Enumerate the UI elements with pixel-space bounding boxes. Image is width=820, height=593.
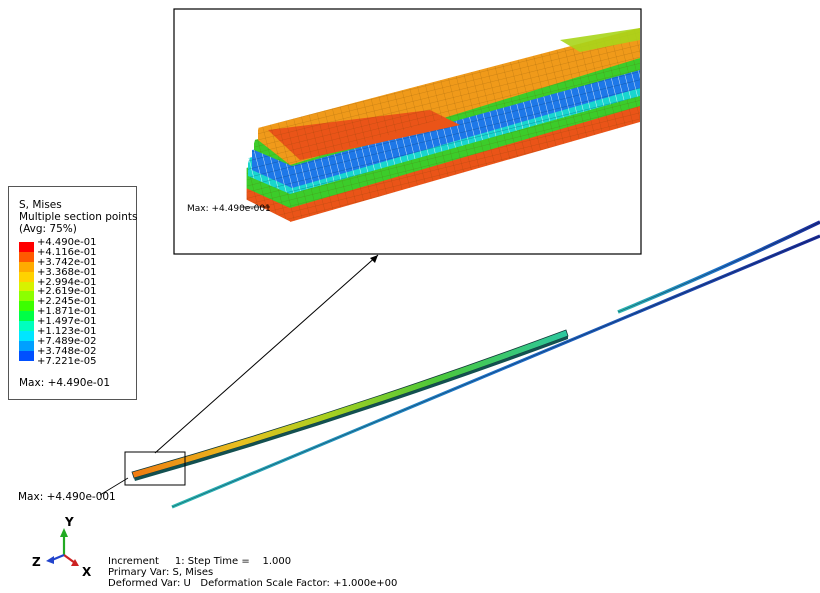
legend-tick-label: +4.490e-01	[37, 237, 97, 248]
legend-swatch	[19, 331, 34, 341]
legend-tick-label: +1.497e-01	[37, 316, 97, 328]
legend-tick-label: +7.221e-05	[37, 355, 97, 367]
legend-tick-label: +3.742e-01	[37, 256, 97, 268]
legend-level: +1.871e-01	[19, 306, 139, 322]
legend-tick-label: +2.619e-01	[37, 286, 97, 298]
main-beam	[131, 329, 569, 481]
legend-swatch	[19, 350, 34, 361]
axis-triad	[46, 528, 79, 566]
legend-swatch	[19, 242, 34, 252]
legend-averaging: (Avg: 75%)	[19, 223, 77, 235]
legend-level: +3.742e-01	[19, 257, 139, 272]
legend-level: +2.245e-01	[19, 296, 139, 312]
legend-level: +1.497e-01	[19, 316, 139, 332]
zoom-region-box	[124, 451, 186, 486]
step-info: Increment 1: Step Time = 1.000 Primary V…	[108, 556, 397, 589]
info-primary-var: Primary Var: S, Mises	[108, 567, 214, 578]
legend-tick-label: +1.871e-01	[37, 306, 97, 318]
upper-wire	[617, 220, 820, 314]
legend-swatch	[19, 261, 34, 272]
x-axis-arrow	[71, 559, 79, 566]
legend-swatch	[19, 340, 34, 351]
legend-swatch	[19, 301, 34, 312]
legend-swatch	[19, 251, 34, 262]
legend-tick-label: +2.245e-01	[37, 296, 97, 308]
legend-subtitle: Multiple section points	[19, 211, 138, 223]
legend-panel: S, Mises Multiple section points (Avg: 7…	[8, 186, 137, 400]
z-axis-label: Z	[32, 555, 41, 569]
legend-level: +4.116e-01	[19, 247, 139, 262]
y-axis-arrow	[60, 528, 68, 537]
legend-level: +1.123e-01	[19, 326, 139, 341]
z-axis-arrow	[46, 556, 54, 564]
zoom-connector	[154, 254, 379, 454]
zoom-max-label: Max: +4.490e-001	[187, 204, 271, 214]
zoom-inset	[173, 8, 642, 255]
legend-swatch	[19, 281, 34, 292]
legend-level: +2.994e-01	[19, 277, 139, 292]
legend-max: Max: +4.490e-01	[19, 377, 111, 389]
legend-swatch	[19, 311, 34, 322]
legend-level: +7.221e-05	[19, 356, 139, 371]
legend-level: +2.619e-01	[19, 286, 139, 302]
legend-title: S, Mises	[19, 199, 62, 211]
legend-tick-label: +7.489e-02	[37, 335, 97, 347]
legend-tick-label: +3.368e-01	[37, 266, 97, 278]
legend-tick-label: +1.123e-01	[37, 326, 97, 338]
legend-color-scale: +4.490e-01+4.116e-01+3.742e-01+3.368e-01…	[19, 237, 139, 371]
legend-tick-label: +2.994e-01	[37, 276, 97, 288]
legend-level: +4.490e-01	[19, 237, 139, 252]
legend-level: +7.489e-02	[19, 336, 139, 351]
x-axis-label: X	[82, 565, 92, 579]
legend-swatch	[19, 291, 34, 302]
y-axis-label: Y	[65, 515, 74, 529]
legend-swatch	[19, 271, 34, 282]
info-deformed-var: Deformed Var: U Deformation Scale Factor…	[108, 578, 398, 589]
legend-tick-label: +4.116e-01	[37, 246, 97, 258]
legend-level: +3.748e-02	[19, 346, 139, 361]
legend-tick-label: +3.748e-02	[37, 345, 97, 357]
info-increment: Increment 1: Step Time = 1.000	[108, 556, 292, 567]
main-max-label: Max: +4.490e-001	[18, 491, 116, 503]
legend-swatch	[19, 321, 34, 332]
legend-level: +3.368e-01	[19, 267, 139, 282]
